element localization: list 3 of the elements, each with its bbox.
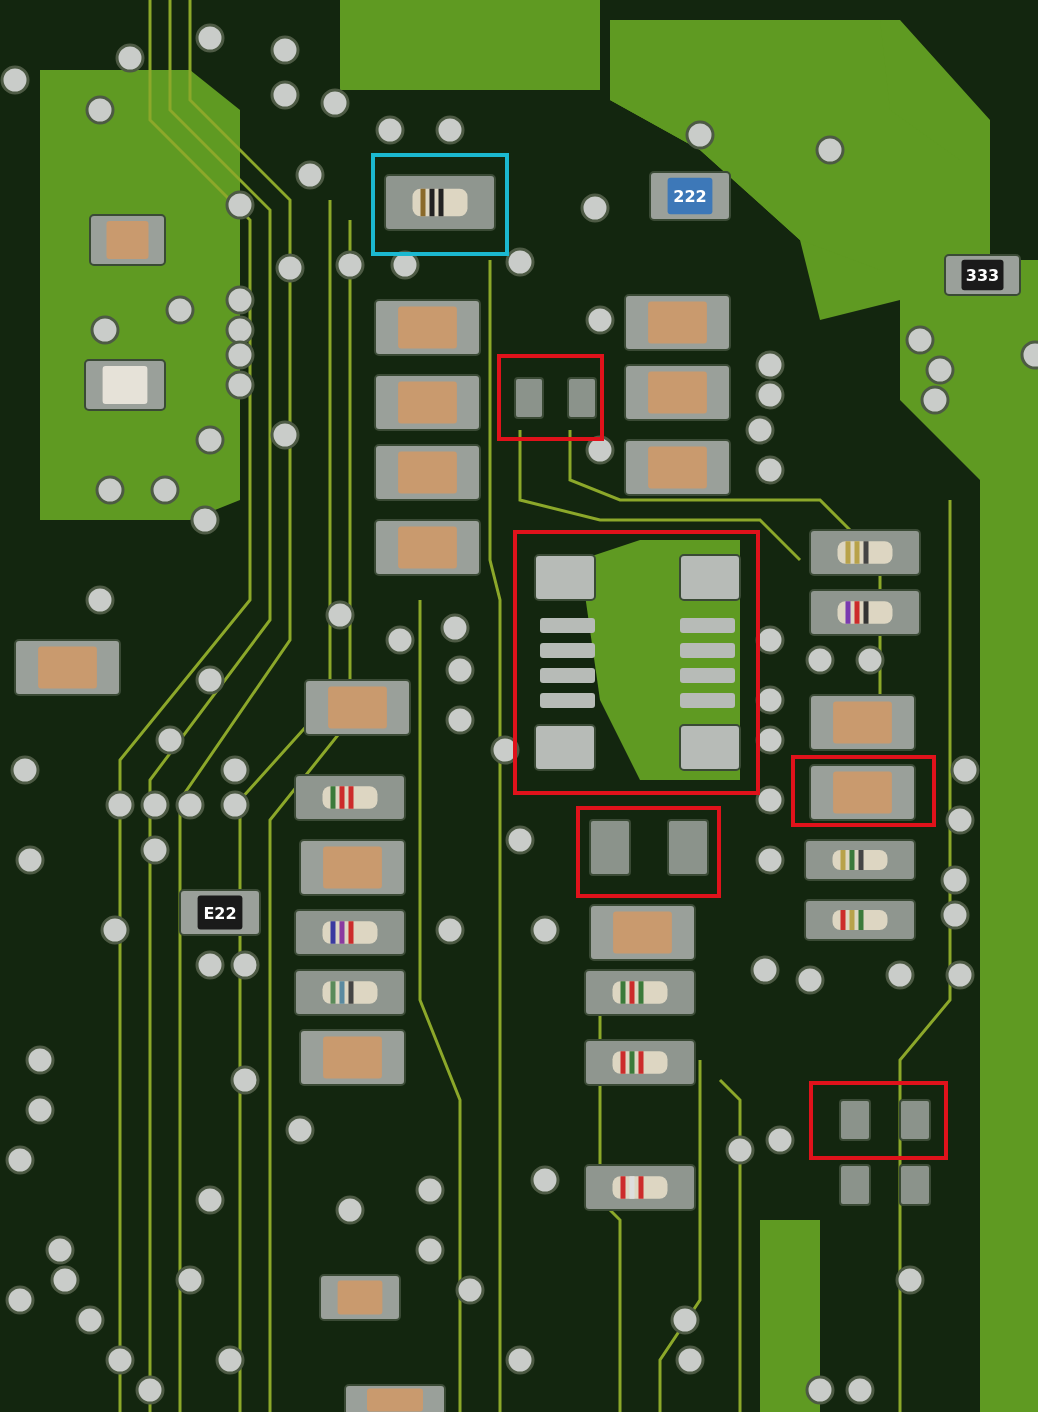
component-marking: 333 — [965, 266, 1000, 285]
component-marking: 222 — [673, 187, 707, 206]
component-marking: E22 — [203, 903, 237, 923]
